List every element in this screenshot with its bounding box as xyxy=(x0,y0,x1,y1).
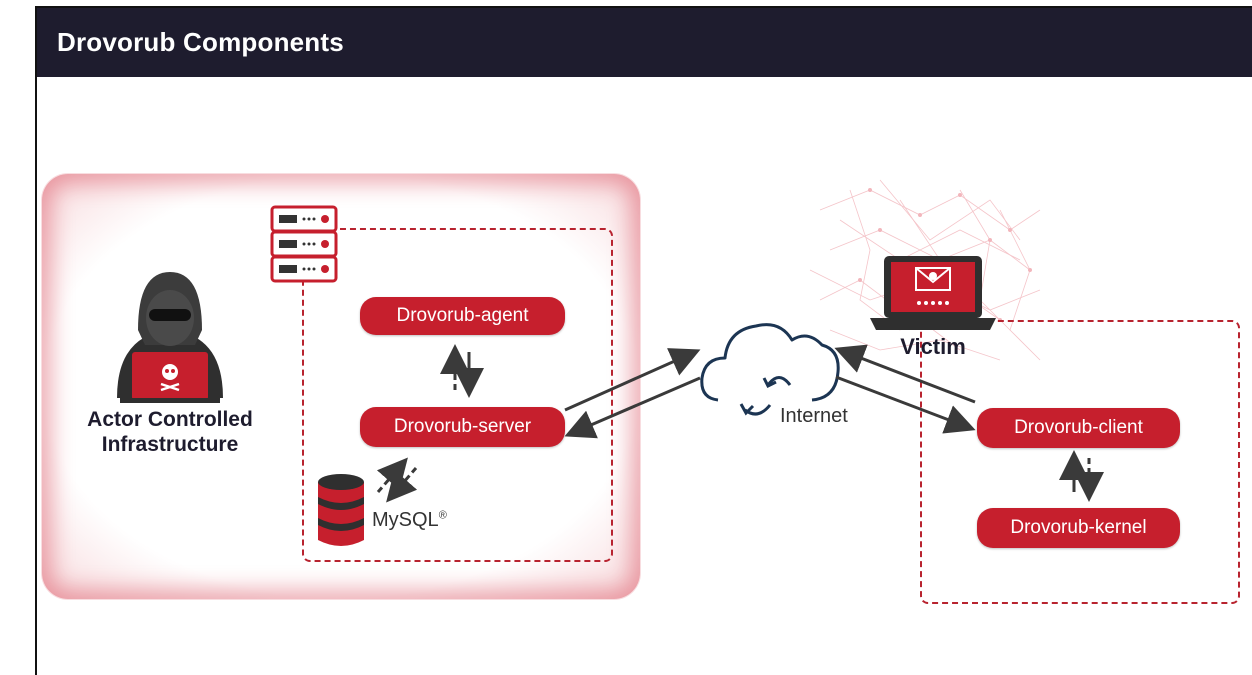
server-dashed-boundary xyxy=(302,228,613,562)
drovorub-kernel-node: Drovorub-kernel xyxy=(977,508,1180,548)
mysql-label: MySQL® xyxy=(372,509,447,532)
internet-label: Internet xyxy=(780,405,848,427)
victim-dashed-boundary xyxy=(920,320,1240,604)
frame-left-border xyxy=(35,8,37,675)
drovorub-client-node: Drovorub-client xyxy=(977,408,1180,448)
frame-top-border xyxy=(35,6,1252,8)
page-title: Drovorub Components xyxy=(57,27,344,57)
mysql-registered-mark: ® xyxy=(438,509,447,522)
actor-label-line1: Actor Controlled xyxy=(87,408,253,431)
drovorub-server-node: Drovorub-server xyxy=(360,407,565,447)
actor-label: Actor Controlled Infrastructure xyxy=(52,407,288,457)
mysql-label-text: MySQL xyxy=(372,509,439,531)
header-bar: Drovorub Components xyxy=(37,8,1252,77)
drovorub-agent-node: Drovorub-agent xyxy=(360,297,565,335)
actor-label-line2: Infrastructure xyxy=(101,433,239,456)
victim-label: Victim xyxy=(900,334,966,359)
